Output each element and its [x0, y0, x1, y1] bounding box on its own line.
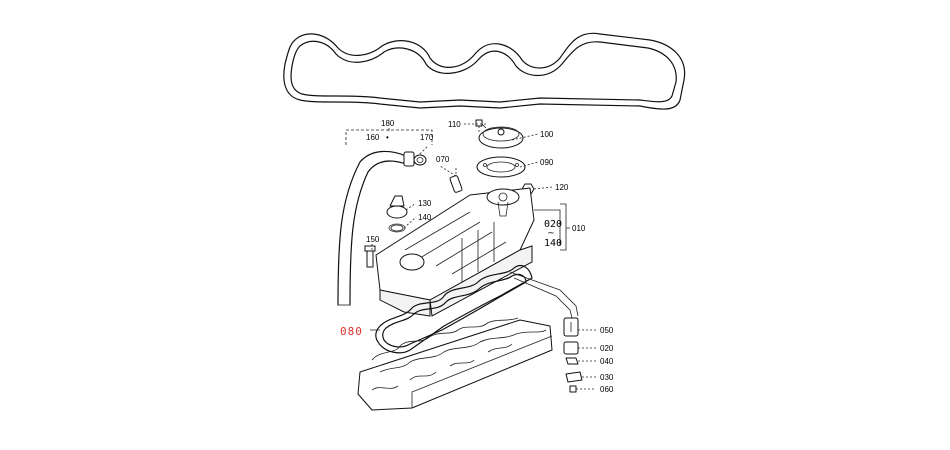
- head-cover-gasket: [375, 265, 533, 354]
- clip-040: [565, 357, 579, 365]
- label-120[interactable]: 120: [555, 183, 569, 192]
- label-dot: •: [386, 133, 389, 142]
- gasket-enlarged: [283, 32, 686, 110]
- label-100[interactable]: 100: [540, 130, 554, 139]
- bolt: [475, 119, 483, 134]
- cylinder-head: [357, 317, 553, 411]
- label-010[interactable]: 010: [572, 224, 586, 233]
- part-labels: 180 160 • 170 110 100 070 090 120 130 14…: [340, 119, 614, 394]
- bolt-060: [569, 385, 577, 393]
- breather-plate: [476, 156, 526, 178]
- cylinder-head-cover: [375, 187, 535, 317]
- label-160[interactable]: 160: [366, 133, 380, 142]
- label-030[interactable]: 030: [600, 373, 614, 382]
- label-110[interactable]: 110: [448, 120, 461, 129]
- label-130[interactable]: 130: [418, 199, 432, 208]
- oil-filler-cap: [386, 195, 408, 219]
- label-170[interactable]: 170: [420, 133, 434, 142]
- label-020-range[interactable]: 020: [544, 219, 562, 230]
- label-150[interactable]: 150: [366, 235, 380, 244]
- label-range-tilde: ~: [548, 228, 554, 239]
- clip-020: [563, 341, 579, 355]
- label-050[interactable]: 050: [600, 326, 614, 335]
- label-060[interactable]: 060: [600, 385, 614, 394]
- label-140[interactable]: 140: [418, 213, 432, 222]
- leader-lines: [370, 123, 579, 331]
- label-090[interactable]: 090: [540, 158, 554, 167]
- cover-bolt: [364, 245, 376, 268]
- label-070[interactable]: 070: [436, 155, 450, 164]
- bracket-assembly: [563, 317, 596, 393]
- group-bracket-180: [345, 128, 433, 145]
- hose-clamp: [413, 154, 427, 166]
- breather-fitting: [449, 168, 463, 193]
- label-020[interactable]: 020: [600, 344, 614, 353]
- breather-cap: [478, 121, 524, 149]
- label-180[interactable]: 180: [381, 119, 395, 128]
- label-080-highlighted[interactable]: 080: [340, 325, 363, 338]
- label-140-range[interactable]: 140: [544, 238, 562, 249]
- label-040[interactable]: 040: [600, 357, 614, 366]
- clamp-030: [565, 371, 583, 383]
- o-ring: [388, 223, 406, 233]
